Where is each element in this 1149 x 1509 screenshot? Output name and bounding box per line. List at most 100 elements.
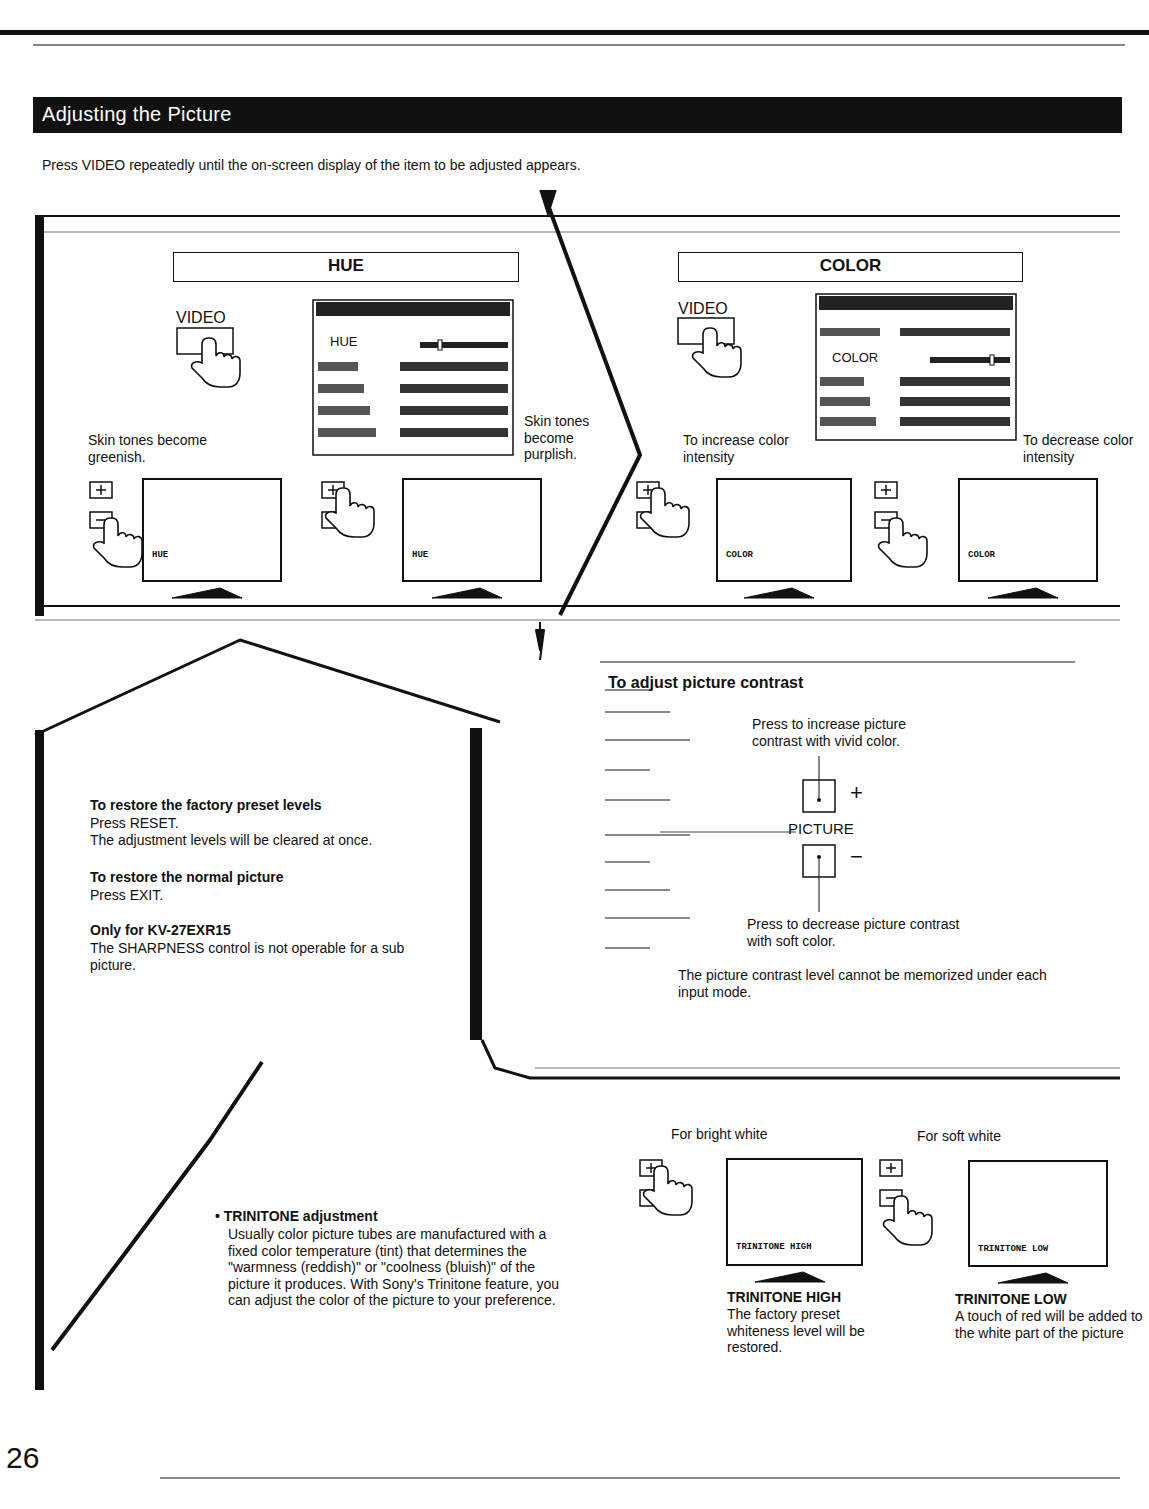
pointing-hand [879, 518, 927, 567]
plus-button [880, 1160, 902, 1176]
menu-item-text: COLOR [832, 350, 892, 365]
menu-item [900, 377, 1010, 386]
section-rule [605, 740, 690, 741]
tv-stand [432, 588, 502, 598]
section-heading-box: HUE [173, 252, 519, 282]
pointing-hand [644, 1166, 692, 1215]
tv-screen: COLOR [958, 478, 1098, 582]
tv-stand [744, 588, 814, 598]
plus-button [90, 482, 112, 498]
plus-symbol [647, 485, 649, 495]
menu-item [318, 406, 370, 415]
menu-item [400, 384, 508, 393]
note-text: Press RESET. [90, 815, 450, 832]
note-text: To decrease color intensity [1023, 432, 1138, 465]
plus-symbol [890, 1163, 892, 1173]
level-marker [990, 355, 994, 365]
instruction: Press VIDEO repeatedly until the on-scre… [42, 157, 842, 174]
plus-symbol [332, 485, 334, 495]
note-heading: • TRINITONE adjustment [215, 1208, 545, 1225]
panel-floor [482, 1040, 1120, 1078]
tv-screen: COLOR [716, 478, 852, 582]
flow-chevron [548, 205, 640, 615]
menu-item-text: HUE [330, 334, 390, 349]
note-heading: To restore the normal picture [90, 869, 450, 886]
note-text: Press to decrease picture contrast with … [747, 916, 962, 949]
pointing-hand [94, 518, 142, 567]
level-bar [420, 342, 508, 348]
section-heading: HUE [174, 256, 518, 276]
section-rule [605, 770, 650, 771]
down-arrow [540, 190, 556, 215]
plus-symbol [885, 485, 887, 495]
rule-line [160, 1478, 1120, 1479]
pointing-hand [192, 338, 240, 387]
on-screen-menu [313, 300, 513, 455]
button-dot [817, 798, 821, 802]
note-text: Skin tones become greenish. [88, 432, 258, 465]
menu-item [318, 362, 358, 371]
pointing-hand [641, 488, 689, 537]
leader-line [819, 859, 820, 912]
menu-item [820, 417, 876, 426]
panel-rule [35, 605, 1120, 607]
pointing-hand [326, 488, 374, 537]
section-heading-box: COLOR [678, 252, 1023, 282]
screen-caption: TRINITONE HIGH [736, 1242, 812, 1252]
note-text: The adjustment levels will be cleared at… [90, 832, 460, 849]
section-rule [605, 948, 650, 949]
menu-item [318, 428, 376, 437]
menu-item [400, 406, 508, 415]
section-heading: To adjust picture contrast [608, 674, 908, 693]
note-heading: To restore the factory preset levels [90, 797, 450, 814]
top-rule [0, 30, 1149, 35]
section-rule [605, 918, 690, 919]
header-band [33, 97, 1122, 133]
tv-screen: TRINITONE LOW [968, 1160, 1108, 1267]
tv-screen: HUE [402, 478, 542, 582]
leader-line [660, 832, 796, 833]
menu-item [400, 362, 508, 371]
panel-side-bar [35, 216, 44, 616]
leader-line [819, 756, 820, 798]
pointing-hand [884, 1196, 932, 1245]
tv-stand [998, 1273, 1068, 1283]
menu-item [318, 384, 364, 393]
menu-bar [819, 296, 1013, 310]
sign-symbol: + [850, 780, 880, 806]
section-rule [605, 890, 670, 891]
caption-text: A touch of red will be added to the whit… [955, 1308, 1145, 1341]
panel-rule [35, 232, 1120, 233]
tv-stand [988, 588, 1058, 598]
section-rule [605, 835, 690, 836]
page-title: Adjusting the Picture [42, 103, 232, 126]
screen-caption: HUE [152, 550, 168, 560]
tv-screen: TRINITONE HIGH [726, 1158, 863, 1266]
panel-rule [535, 1068, 1120, 1069]
button-name: VIDEO [176, 309, 246, 328]
menu-item [900, 417, 1010, 426]
caption-text: The factory preset whiteness level will … [727, 1306, 877, 1356]
screen-caption: COLOR [726, 550, 753, 560]
tv-stand [172, 588, 242, 598]
screen-caption: TRINITONE LOW [978, 1244, 1048, 1254]
section-rule [605, 712, 670, 713]
menu-item [400, 428, 508, 437]
menu-item [900, 397, 1010, 406]
tv-stand [755, 1272, 825, 1282]
level-marker [438, 340, 442, 350]
screen-caption: HUE [412, 550, 428, 560]
panel-rule [35, 620, 1120, 621]
note-text: Skin tones become purplish. [524, 413, 616, 463]
note-text: Press EXIT. [90, 887, 450, 904]
note-text: To increase color intensity [683, 432, 823, 465]
sign-symbol: − [850, 844, 880, 870]
tv-screen: HUE [142, 478, 282, 582]
rule-line [33, 45, 1125, 46]
pointing-hand [693, 328, 741, 377]
level-bar [930, 357, 1010, 363]
note-text: The SHARPNESS control is not operable fo… [90, 940, 450, 973]
plus-button [875, 482, 897, 498]
menu-item [820, 397, 870, 406]
